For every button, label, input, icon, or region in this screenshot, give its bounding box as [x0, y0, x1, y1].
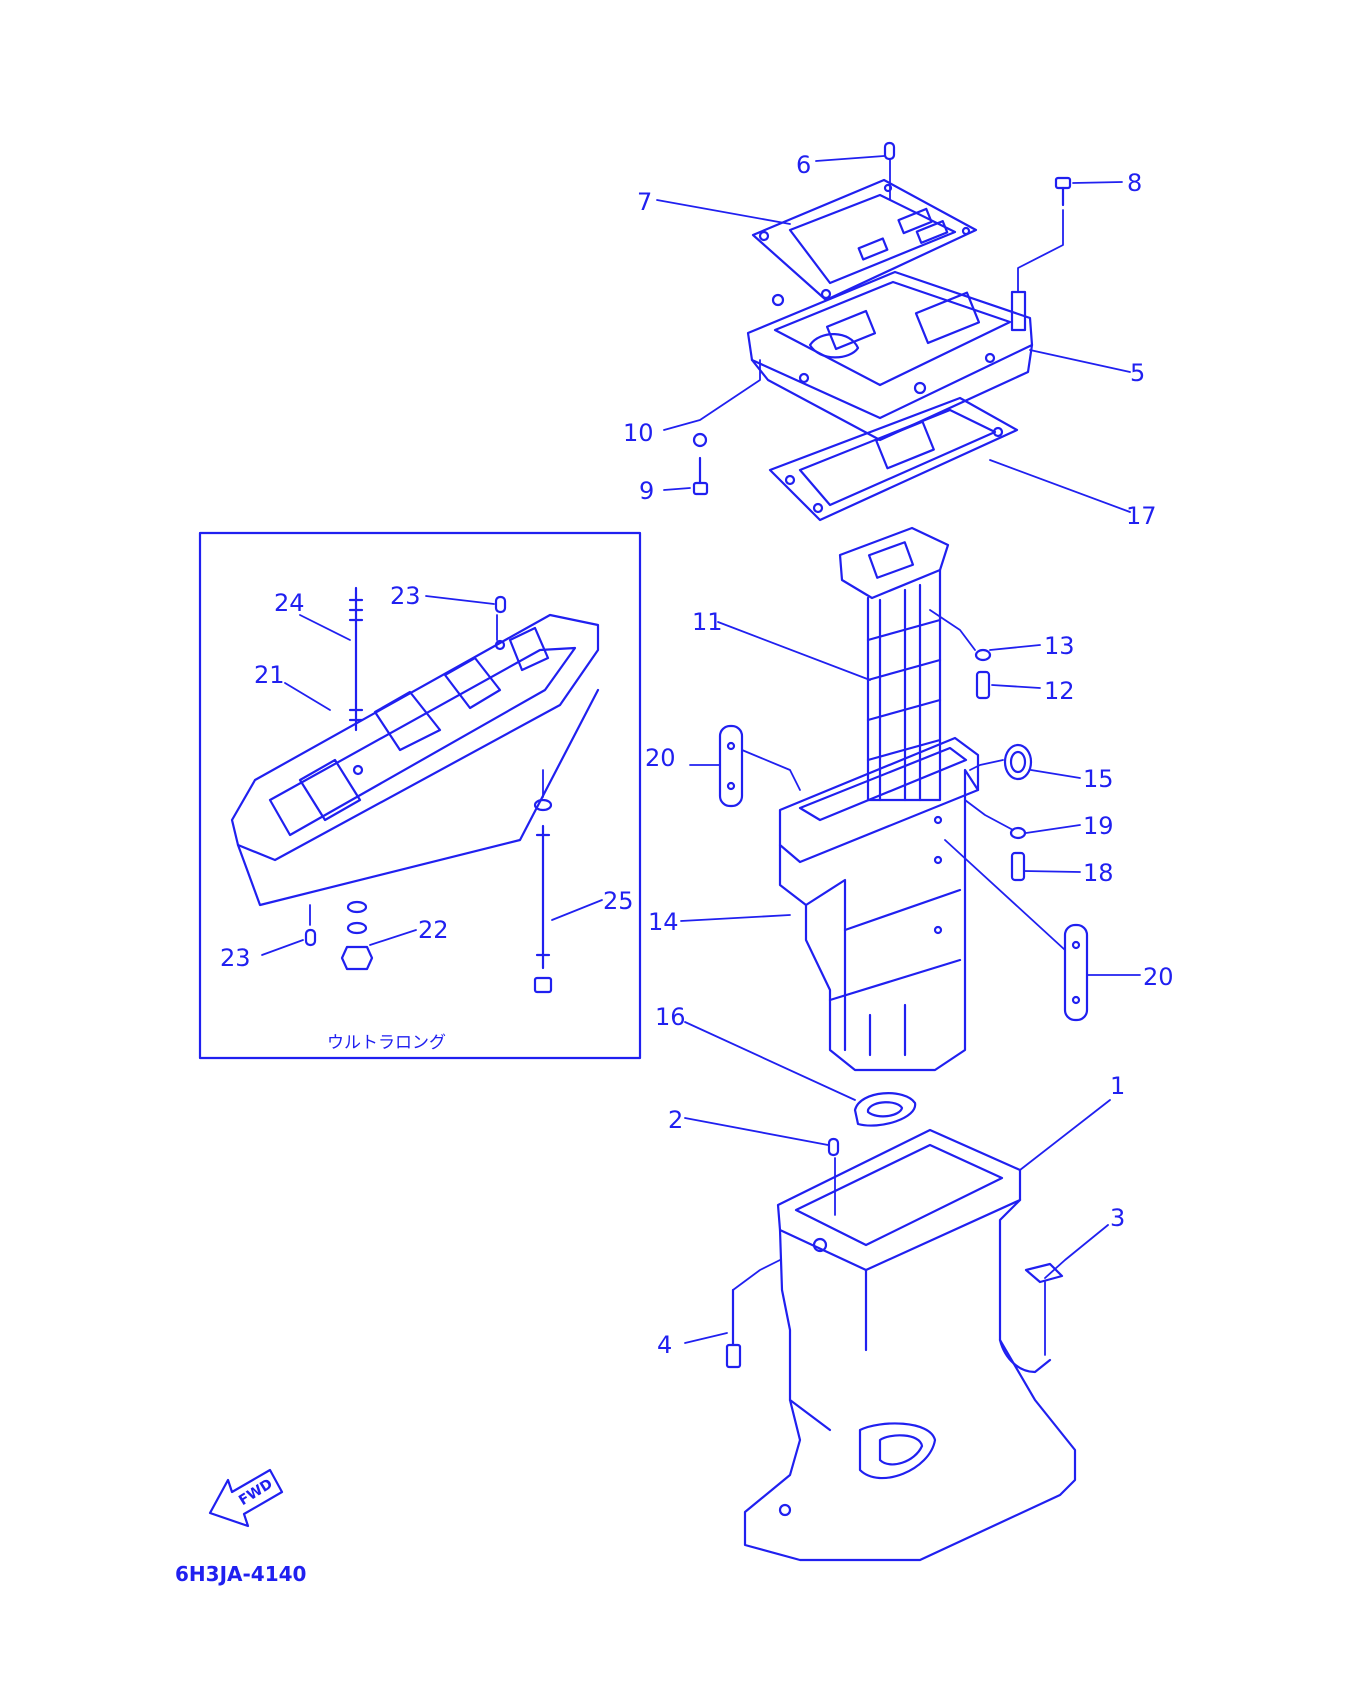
label-22: 22: [418, 916, 449, 944]
washers-nut-22: [340, 900, 374, 971]
label-19: 19: [1083, 812, 1114, 840]
dowel-pin-23b: [304, 928, 317, 947]
label-18: 18: [1083, 859, 1114, 887]
upper-casing-14-part: [778, 736, 980, 1072]
extension-plate-21-part: [230, 613, 600, 907]
leader-lines: [261, 155, 1141, 1356]
washer-19: [1009, 826, 1027, 840]
grommet-15: [1003, 743, 1033, 781]
bolt-9: [692, 456, 709, 496]
label-15: 15: [1083, 765, 1114, 793]
stud-24: [348, 586, 364, 732]
label-21: 21: [254, 661, 285, 689]
washer-10: [692, 432, 708, 448]
label-1: 1: [1110, 1072, 1125, 1100]
label-17: 17: [1126, 502, 1157, 530]
exhaust-pipe-part: [838, 526, 950, 802]
bolt-18: [1010, 851, 1026, 882]
bolt-4: [725, 1288, 742, 1369]
drawing-code: 6H3JA-4140: [175, 1562, 306, 1586]
label-8: 8: [1127, 169, 1142, 197]
bolt-12: [975, 670, 991, 700]
mount-20b: [1063, 923, 1089, 1022]
washer-13: [974, 648, 992, 662]
label-5: 5: [1130, 359, 1145, 387]
label-20b: 20: [1143, 963, 1174, 991]
label-11: 11: [692, 608, 723, 636]
label-25: 25: [603, 887, 634, 915]
mount-20a: [718, 724, 744, 808]
label-10: 10: [623, 419, 654, 447]
dowel-pin-2: [827, 1137, 840, 1157]
dowel-pin-23a: [494, 595, 507, 614]
dowel-pin-6: [883, 141, 896, 161]
label-4: 4: [657, 1331, 672, 1359]
gasket-top-part: [751, 178, 978, 302]
label-14: 14: [648, 908, 679, 936]
fwd-label: FWD: [236, 1476, 276, 1509]
part-labels: 6 7 8 5 10 9 17 11 13 12 20 15 19 18 14 …: [175, 151, 1174, 1586]
label-24: 24: [274, 589, 305, 617]
label-3: 3: [1110, 1204, 1125, 1232]
label-7: 7: [637, 188, 652, 216]
seal-16: [853, 1092, 917, 1127]
inset-box: [198, 531, 642, 1060]
lower-casing-1-part: [743, 1128, 1077, 1562]
label-9: 9: [639, 477, 654, 505]
label-16: 16: [655, 1003, 686, 1031]
label-13: 13: [1044, 632, 1075, 660]
label-20a: 20: [645, 744, 676, 772]
label-23b: 23: [220, 944, 251, 972]
label-2: 2: [668, 1106, 683, 1134]
clip-3: [1024, 1262, 1064, 1284]
label-23a: 23: [390, 582, 421, 610]
fwd-arrow-icon: [208, 1468, 284, 1528]
bolt-25: [533, 798, 553, 994]
exhaust-guide-part: [746, 270, 1034, 442]
label-6: 6: [796, 151, 811, 179]
gasket-17-part: [768, 396, 1019, 522]
label-12: 12: [1044, 677, 1075, 705]
bolt-8: [1054, 176, 1072, 207]
inset-caption: ウルトラロング: [327, 1033, 446, 1053]
